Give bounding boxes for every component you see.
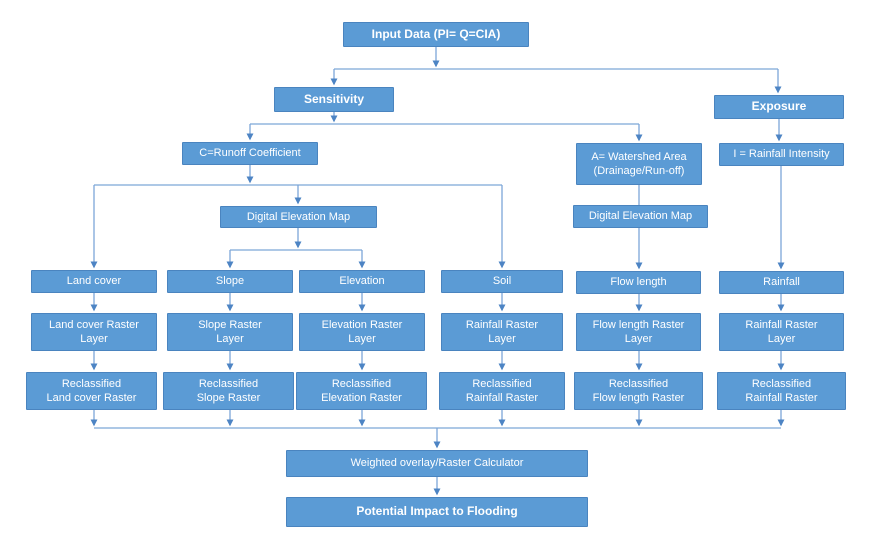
node-slope: Slope (167, 270, 293, 293)
node-watershed-area: A= Watershed Area (Drainage/Run-off) (576, 143, 702, 185)
node-flow-length-raster-layer: Flow length Raster Layer (576, 313, 701, 351)
node-rainfall: Rainfall (719, 271, 844, 294)
node-reclassified-slope: Reclassified Slope Raster (163, 372, 294, 410)
node-rainfall-raster-layer-soil: Rainfall Raster Layer (441, 313, 563, 351)
node-input-data: Input Data (PI= Q=CIA) (343, 22, 529, 47)
node-reclassified-flow-length: Reclassified Flow length Raster (574, 372, 703, 410)
node-rainfall-raster-layer-exposure: Rainfall Raster Layer (719, 313, 844, 351)
node-slope-raster-layer: Slope Raster Layer (167, 313, 293, 351)
node-runoff-coefficient: C=Runoff Coefficient (182, 142, 318, 165)
node-land-cover-raster-layer: Land cover Raster Layer (31, 313, 157, 351)
node-potential-impact: Potential Impact to Flooding (286, 497, 588, 527)
node-reclassified-rainfall-soil: Reclassified Rainfall Raster (439, 372, 565, 410)
node-dem-sensitivity: Digital Elevation Map (220, 206, 377, 228)
node-sensitivity: Sensitivity (274, 87, 394, 112)
node-reclassified-elevation: Reclassified Elevation Raster (296, 372, 427, 410)
node-land-cover: Land cover (31, 270, 157, 293)
node-soil: Soil (441, 270, 563, 293)
node-weighted-overlay: Weighted overlay/Raster Calculator (286, 450, 588, 477)
node-flow-length: Flow length (576, 271, 701, 294)
node-reclassified-rainfall-exposure: Reclassified Rainfall Raster (717, 372, 846, 410)
node-elevation: Elevation (299, 270, 425, 293)
node-dem-watershed: Digital Elevation Map (573, 205, 708, 228)
node-rainfall-intensity: I = Rainfall Intensity (719, 143, 844, 166)
node-exposure: Exposure (714, 95, 844, 119)
node-reclassified-land-cover: Reclassified Land cover Raster (26, 372, 157, 410)
node-elevation-raster-layer: Elevation Raster Layer (299, 313, 425, 351)
